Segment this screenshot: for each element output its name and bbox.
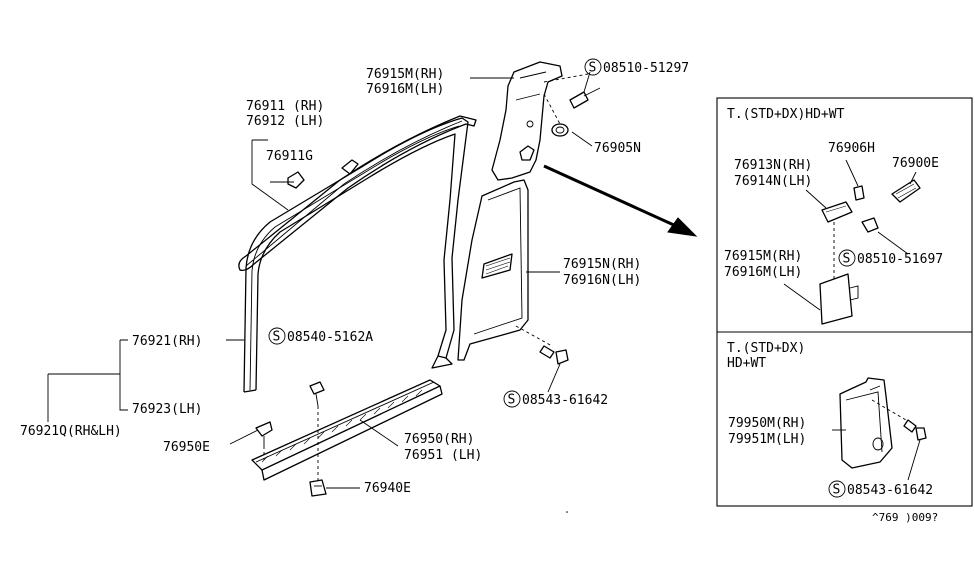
label-79951m-lh: 79951M(LH) [728,432,806,447]
label-76921-rh: 76921(RH) [132,334,202,349]
label-76921q: 76921Q(RH&LH) [20,424,122,439]
screw-symbols: S S S S S [268,58,856,498]
diagram-code: ^769 )009? [872,511,938,524]
label-76915m-rh-inset: 76915M(RH) [724,249,802,264]
labels: 76915M(RH) 76916M(LH) 08510-51297 76905N… [20,61,943,524]
label-76914n-lh: 76914N(LH) [734,174,812,189]
kicking-plate [251,379,443,481]
label-76911g: 76911G [266,149,313,164]
s-symbol-1: S [589,61,597,76]
bolt-08543-61642 [539,345,569,365]
stray-dot [566,511,568,513]
s-symbol-4: S [843,252,851,267]
clip-76905n [551,123,569,137]
label-76940e: 76940E [364,481,411,496]
label-76912-lh: 76912 (LH) [246,114,324,129]
clip-76911g [287,159,359,189]
inset-top-parts [783,159,921,325]
label-76915n-rh: 76915N(RH) [563,257,641,272]
clip-76950e [255,421,273,446]
inset-bottom-title-2: HD+WT [727,356,766,371]
inset-top-title: T.(STD+DX)HD+WT [727,107,845,122]
label-76913n-rh: 76913N(RH) [734,158,812,173]
center-pillar-lower-garnish [457,179,529,361]
label-76906h: 76906H [828,141,875,156]
label-79950m-rh: 79950M(RH) [728,416,806,431]
label-76916n-lh: 76916N(LH) [563,273,641,288]
center-pillar-upper-garnish [491,61,563,181]
label-76923-lh: 76923(LH) [132,402,202,417]
label-76911-rh: 76911 (RH) [246,99,324,114]
label-76951-lh: 76951 (LH) [404,448,482,463]
detail-arrow [543,164,698,237]
leader-lines [47,71,593,489]
inset-bottom-parts [832,377,927,481]
label-76950e: 76950E [163,440,210,455]
screw-08540-5162a [309,381,325,407]
label-76950-rh: 76950(RH) [404,432,474,447]
label-08540-5162a: 08540-5162A [287,330,373,345]
label-08510-51697: 08510-51697 [857,252,943,267]
label-76915m-rh: 76915M(RH) [366,67,444,82]
s-symbol-3: S [508,393,516,408]
label-76905n: 76905N [594,141,641,156]
label-76916m-lh: 76916M(LH) [366,82,444,97]
label-08510-51297: 08510-51297 [603,61,689,76]
s-symbol-2: S [273,330,281,345]
front-pillar-garnish [238,115,477,272]
label-76900e: 76900E [892,156,939,171]
label-76916m-lh-inset: 76916M(LH) [724,265,802,280]
clip-76940e [309,479,327,497]
s-symbol-5: S [833,483,841,498]
inset-frame [716,97,973,507]
label-08543-61642: 08543-61642 [522,393,608,408]
label-08543-61642-inset: 08543-61642 [847,483,933,498]
screw-08510-51297 [569,87,601,109]
inset-bottom-title-1: T.(STD+DX) [727,341,805,356]
